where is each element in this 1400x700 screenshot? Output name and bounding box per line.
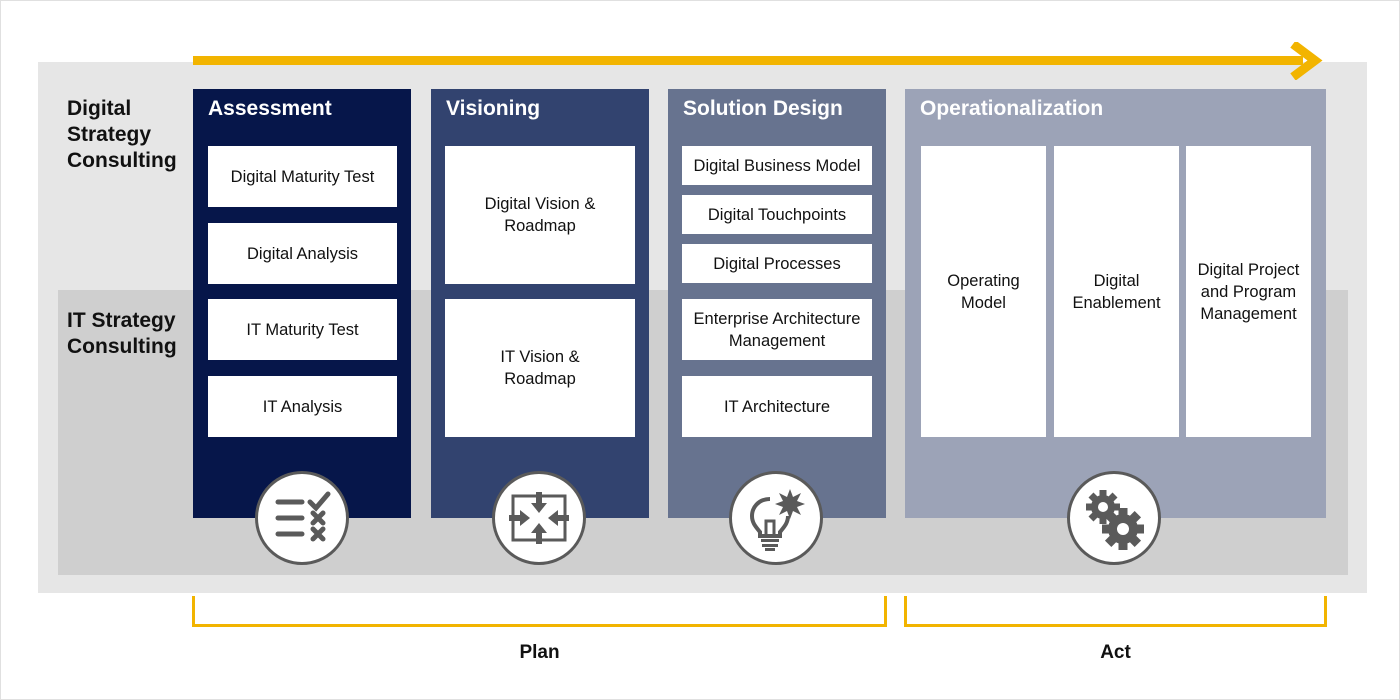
column-title-visioning: Visioning <box>446 97 541 120</box>
plan-bracket <box>192 596 887 627</box>
box-digital-vision-roadmap: Digital Vision & Roadmap <box>445 146 635 284</box>
act-bracket <box>904 596 1327 627</box>
box-it-maturity-test: IT Maturity Test <box>208 299 397 360</box>
box-digital-maturity-test: Digital Maturity Test <box>208 146 397 207</box>
checklist-icon <box>255 471 349 565</box>
box-digital-touchpoints: Digital Touchpoints <box>682 195 872 234</box>
progress-arrow-icon <box>193 42 1323 80</box>
box-it-analysis: IT Analysis <box>208 376 397 437</box>
lightbulb-icon <box>729 471 823 565</box>
column-title-operationalization: Operationalization <box>920 97 1104 120</box>
phase-label-act: Act <box>1100 642 1131 663</box>
column-title-solution-design: Solution Design <box>683 97 843 120</box>
column-assessment: Assessment Digital Maturity Test Digital… <box>193 89 411 518</box>
box-enterprise-architecture-management: Enterprise Architecture Management <box>682 299 872 360</box>
box-digital-business-model: Digital Business Model <box>682 146 872 185</box>
column-solution-design: Solution Design Digital Business Model D… <box>668 89 886 518</box>
column-visioning: Visioning Digital Vision & Roadmap IT Vi… <box>431 89 649 518</box>
box-it-architecture: IT Architecture <box>682 376 872 437</box>
gears-icon <box>1067 471 1161 565</box>
box-operating-model: Operating Model <box>921 146 1046 437</box>
box-digital-enablement: Digital Enablement <box>1054 146 1179 437</box>
focus-arrows-icon <box>492 471 586 565</box>
box-digital-project-program-management: Digital Project and Program Management <box>1186 146 1311 437</box>
box-it-vision-roadmap: IT Vision & Roadmap <box>445 299 635 437</box>
column-title-assessment: Assessment <box>208 97 332 120</box>
box-digital-processes: Digital Processes <box>682 244 872 283</box>
phase-label-plan: Plan <box>519 642 560 663</box>
row-label-digital-strategy: Digital Strategy Consulting <box>67 97 177 172</box>
row-label-it-strategy: IT Strategy Consulting <box>67 309 177 358</box>
box-digital-analysis: Digital Analysis <box>208 223 397 284</box>
column-operationalization: Operationalization Operating Model Digit… <box>905 89 1326 518</box>
